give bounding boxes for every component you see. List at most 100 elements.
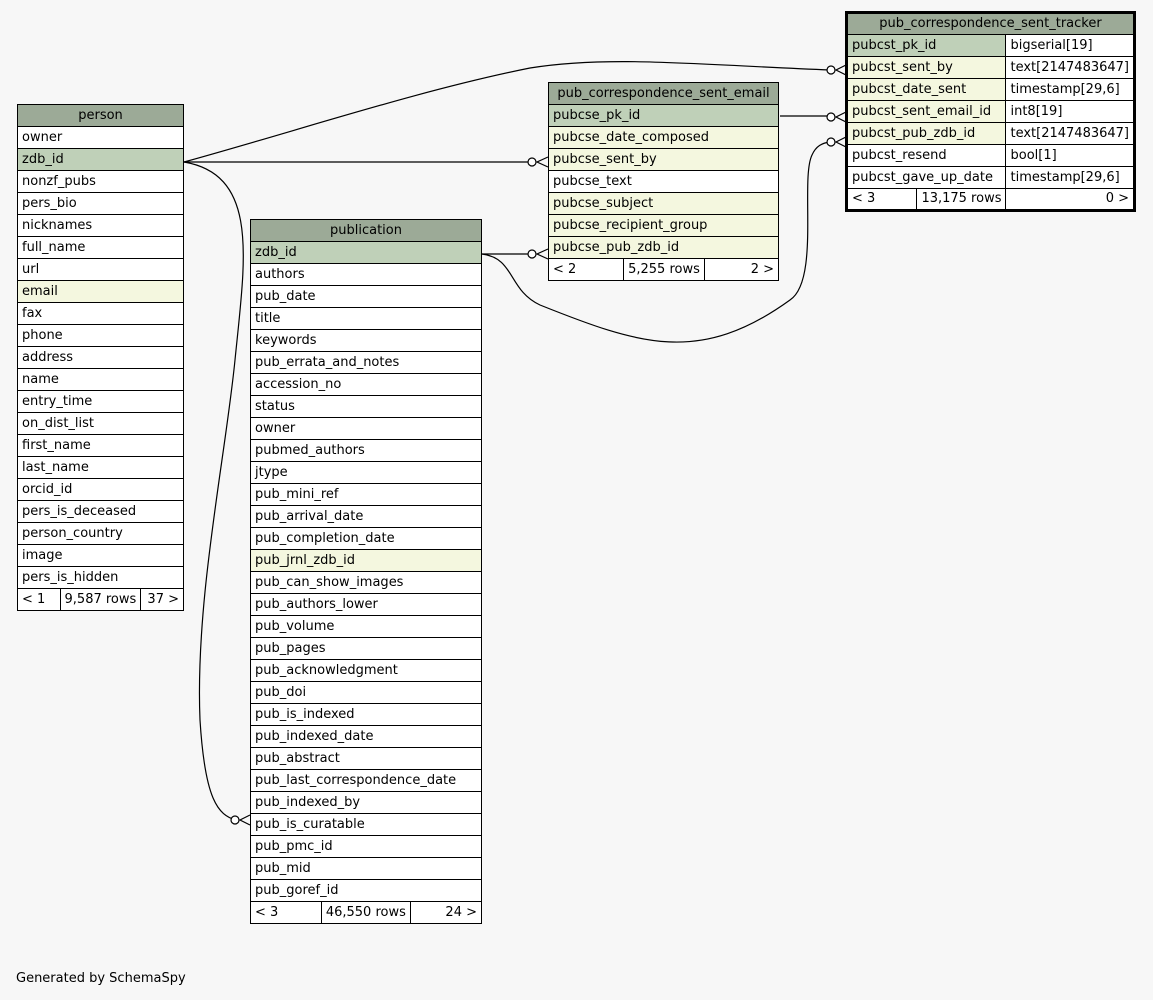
row-count: 5,255 rows xyxy=(623,258,705,281)
column-name: pub_last_correspondence_date xyxy=(250,769,482,792)
parents-count: < 3 xyxy=(845,188,918,211)
column-name: pubcse_pk_id xyxy=(548,104,779,127)
table-name: pub_correspondence_sent_email xyxy=(548,82,779,105)
column-name: entry_time xyxy=(17,390,184,413)
column-row: pub_can_show_images xyxy=(250,571,482,594)
parents-count: < 2 xyxy=(547,258,625,281)
rel-person-tracker xyxy=(183,61,831,163)
column-name: full_name xyxy=(17,236,184,259)
column-row: on_dist_list xyxy=(17,412,184,435)
row-count: 46,550 rows xyxy=(320,901,411,924)
column-name: pub_completion_date xyxy=(250,527,482,550)
column-name: status xyxy=(250,395,482,418)
column-name: pub_is_curatable xyxy=(250,813,482,836)
column-name: keywords xyxy=(250,329,482,352)
table-name: pub_correspondence_sent_tracker xyxy=(846,12,1135,35)
column-row: pub_is_curatable xyxy=(250,813,482,836)
column-name: pub_is_indexed xyxy=(250,703,482,726)
column-name: pub_abstract xyxy=(250,747,482,770)
column-row: first_name xyxy=(17,434,184,457)
column-row: pub_authors_lower xyxy=(250,593,482,616)
column-row: accession_no xyxy=(250,373,482,396)
row-count: 13,175 rows xyxy=(916,188,1007,211)
column-row: pubcse_pub_zdb_id xyxy=(548,236,779,259)
column-type: bigserial[19] xyxy=(1005,34,1135,57)
column-row: email xyxy=(17,280,184,303)
column-name: pubcse_recipient_group xyxy=(548,214,779,237)
column-name: pubcst_sent_email_id xyxy=(845,100,1007,123)
column-name: pubmed_authors xyxy=(250,439,482,462)
column-name: pubcst_pub_zdb_id xyxy=(845,122,1007,145)
column-name: last_name xyxy=(17,456,184,479)
rel-person-publication xyxy=(183,161,244,821)
column-name: fax xyxy=(17,302,184,325)
column-row: full_name xyxy=(17,236,184,259)
column-row: title xyxy=(250,307,482,330)
children-count: 37 > xyxy=(140,588,184,611)
column-name: pub_errata_and_notes xyxy=(250,351,482,374)
rel-marker-email-sent-by xyxy=(527,157,537,167)
column-name: owner xyxy=(250,417,482,440)
column-name: title xyxy=(250,307,482,330)
column-row: zdb_id xyxy=(17,148,184,171)
column-row: image xyxy=(17,544,184,567)
table-header-row: pub_correspondence_sent_email xyxy=(548,82,779,105)
column-row: pub_arrival_date xyxy=(250,505,482,528)
column-name: email xyxy=(17,280,184,303)
column-row: pub_indexed_by xyxy=(250,791,482,814)
column-row: pub_goref_id xyxy=(250,879,482,902)
table-header-row: person xyxy=(17,104,184,127)
column-row: name xyxy=(17,368,184,391)
column-row: nonzf_pubs xyxy=(17,170,184,193)
rel-publication-tracker xyxy=(481,141,831,343)
column-name: pubcst_date_sent xyxy=(845,78,1007,101)
column-row: pub_pages xyxy=(250,637,482,660)
column-row: jtype xyxy=(250,461,482,484)
column-name: pubcse_pub_zdb_id xyxy=(548,236,779,259)
column-row: nicknames xyxy=(17,214,184,237)
column-type: timestamp[29,6] xyxy=(1005,166,1135,189)
column-name: pubcse_date_composed xyxy=(548,126,779,149)
column-row: url xyxy=(17,258,184,281)
children-count: 24 > xyxy=(409,901,483,924)
column-name: person_country xyxy=(17,522,184,545)
column-name: zdb_id xyxy=(250,241,482,264)
column-row: owner xyxy=(250,417,482,440)
column-type: timestamp[29,6] xyxy=(1005,78,1135,101)
column-row: pers_is_deceased xyxy=(17,500,184,523)
table-header-row: publication xyxy=(250,219,482,242)
column-row: pubcse_text xyxy=(548,170,779,193)
table-header-row: pub_correspondence_sent_tracker xyxy=(846,12,1135,35)
rel-marker-email-pub xyxy=(527,249,537,259)
column-row: owner xyxy=(17,126,184,149)
column-name: nicknames xyxy=(17,214,184,237)
column-row: pub_completion_date xyxy=(250,527,482,550)
column-name: pub_acknowledgment xyxy=(250,659,482,682)
rel-marker-tracker-email xyxy=(826,112,836,122)
column-row: pub_acknowledgment xyxy=(250,659,482,682)
column-name: pers_bio xyxy=(17,192,184,215)
column-row: pub_abstract xyxy=(250,747,482,770)
column-name: pubcst_gave_up_date xyxy=(845,166,1007,189)
column-name: url xyxy=(17,258,184,281)
table-name: publication xyxy=(250,219,482,242)
column-type: text[2147483647] xyxy=(1005,122,1135,145)
column-row: pub_mini_ref xyxy=(250,483,482,506)
column-row: keywords xyxy=(250,329,482,352)
column-row: fax xyxy=(17,302,184,325)
column-row: pub_jrnl_zdb_id xyxy=(250,549,482,572)
column-name: pubcse_subject xyxy=(548,192,779,215)
column-name: pers_is_hidden xyxy=(17,566,184,589)
column-name: pers_is_deceased xyxy=(17,500,184,523)
